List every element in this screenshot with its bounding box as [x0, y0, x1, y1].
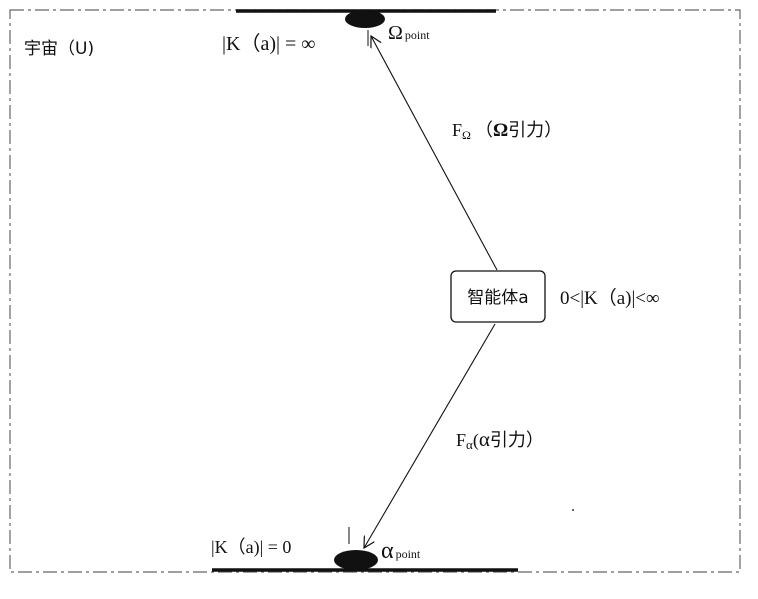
alpha-force-arrow	[364, 323, 496, 548]
agent-label: 智能体a	[467, 288, 528, 308]
universe-label: 宇宙（U)	[24, 39, 94, 59]
omega-k-label: |K（a)| = ∞	[222, 32, 316, 55]
alpha-force-paren: (	[473, 430, 479, 451]
agent-box	[450, 270, 546, 323]
omega-force-label: FΩ（Ω引力）	[452, 120, 562, 142]
omega-force-sub: Ω	[462, 128, 471, 142]
alpha-subscript: point	[396, 547, 421, 561]
universe-boundary	[9, 9, 741, 573]
alpha-symbol: α	[381, 538, 394, 564]
omega-force-prefix: F	[452, 120, 462, 140]
alpha-force-symbol: α	[479, 427, 490, 451]
stray-dot	[572, 509, 574, 511]
omega-force-symbol: Ω	[493, 120, 508, 141]
alpha-force-text: 引力）	[490, 430, 544, 451]
alpha-force-prefix: F	[456, 430, 466, 450]
alpha-point	[334, 550, 378, 570]
alpha-force-sub: α	[466, 437, 473, 452]
omega-force-text: 引力）	[508, 120, 562, 141]
agent-k-range: 0<|K（a)|<∞	[560, 287, 660, 309]
alpha-k-label: |K（a)| = 0	[211, 537, 291, 558]
omega-force-arrow	[371, 36, 498, 271]
omega-point	[345, 10, 385, 28]
alpha-force-label: Fα(α引力）	[456, 427, 544, 452]
omega-subscript: point	[405, 28, 430, 42]
omega-force-paren: （	[475, 120, 493, 141]
omega-symbol: Ω	[388, 22, 403, 44]
